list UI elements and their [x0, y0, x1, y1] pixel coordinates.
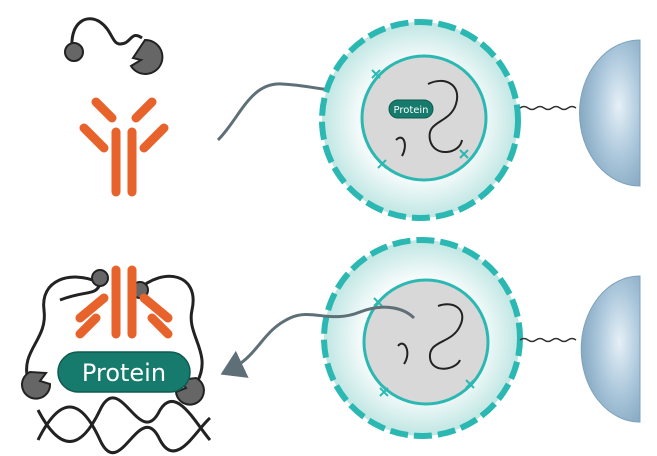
tether-line	[520, 339, 576, 342]
tethered-binder-icon	[65, 19, 162, 74]
complex-icon: Protein	[22, 270, 210, 453]
protein-label-small: Protein	[393, 105, 428, 116]
tether-line	[520, 107, 576, 110]
bead-icon	[580, 40, 640, 186]
bead-icon	[581, 276, 640, 422]
dna-helix-icon	[38, 398, 210, 453]
cell-icon: Protein	[322, 22, 518, 218]
cell-icon	[324, 240, 520, 436]
antibody-icon	[84, 102, 164, 192]
protein-label-large: Protein	[82, 359, 166, 387]
